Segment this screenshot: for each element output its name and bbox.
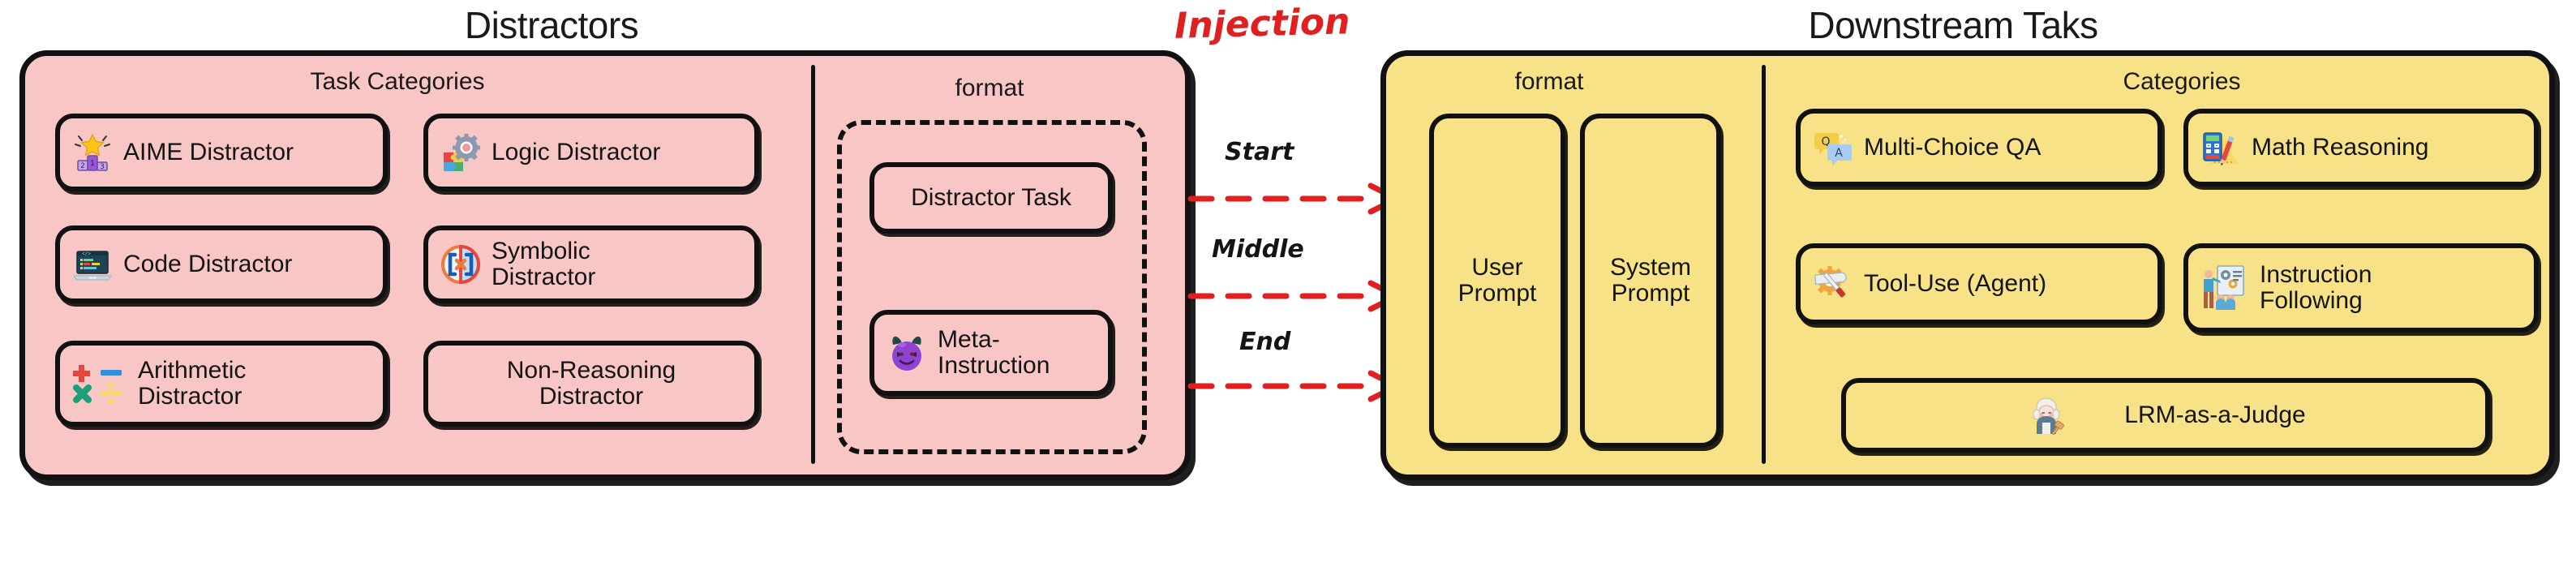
user-prompt-column[interactable]: User Prompt — [1429, 114, 1565, 448]
node-label: Arithmetic Distractor — [138, 356, 247, 410]
node-label: Tool-Use (Agent) — [1864, 269, 2047, 297]
calculator-ruler-icon — [2200, 127, 2242, 169]
svg-text:1: 1 — [90, 160, 95, 168]
node-math-reasoning[interactable]: Math Reasoning — [2183, 109, 2539, 187]
right-format-label: format — [1514, 68, 1584, 95]
podium-star-icon: 2 1 3 — [71, 131, 114, 174]
node-distractor-task[interactable]: Distractor Task — [869, 162, 1113, 234]
node-tool-use-agent[interactable]: Tool-Use (Agent) — [1796, 243, 2162, 324]
arrow-label-start: Start — [1225, 138, 1294, 166]
node-instruction-following[interactable]: Instruction Following — [2183, 243, 2539, 333]
node-label: System Prompt — [1609, 253, 1692, 307]
injection-arrow-start — [1187, 182, 1402, 215]
devil-face-icon — [886, 332, 928, 374]
svg-text:</>: </> — [82, 251, 91, 256]
left-panel-divider — [811, 65, 815, 464]
injection-title: Injection — [1174, 1, 1351, 47]
left-format-dashed-group — [837, 120, 1147, 454]
left-format-label: format — [955, 75, 1024, 101]
svg-text:Q: Q — [1821, 135, 1830, 148]
right-panel-title: Downstream Taks — [1808, 4, 2098, 46]
node-label: AIME Distractor — [123, 138, 294, 165]
node-label: Non-Reasoning Distractor — [506, 356, 676, 410]
injection-arrow-middle — [1187, 280, 1402, 312]
categories-label: Categories — [2123, 68, 2241, 95]
node-non-reasoning-distractor[interactable]: Non-Reasoning Distractor — [423, 341, 759, 427]
svg-text:2: 2 — [80, 162, 85, 170]
node-label: Instruction Following — [2260, 260, 2372, 314]
task-categories-label: Task Categories — [310, 68, 485, 95]
node-multi-choice-qa[interactable]: Q A Multi-Choice QA — [1796, 109, 2162, 187]
arrow-label-end: End — [1239, 328, 1291, 356]
qa-bubbles-icon: Q A — [1812, 127, 1854, 169]
node-label: Multi-Choice QA — [1864, 133, 2041, 161]
node-meta-instruction[interactable]: Meta- Instruction — [869, 310, 1113, 396]
judge-icon — [2025, 394, 2067, 436]
laptop-code-icon: </> — [71, 243, 114, 286]
right-panel-divider — [1762, 65, 1766, 464]
node-label: Math Reasoning — [2252, 133, 2429, 161]
left-panel-title: Distractors — [464, 4, 639, 46]
symbolic-x-brackets-icon — [440, 243, 482, 286]
node-label: Distractor Task — [911, 183, 1071, 211]
svg-text:3: 3 — [100, 163, 105, 171]
node-aime-distractor[interactable]: 2 1 3 AIME Distractor — [55, 114, 388, 191]
node-label: LRM-as-a-Judge — [2124, 401, 2306, 428]
system-prompt-column[interactable]: System Prompt — [1580, 114, 1721, 448]
node-label: Meta- Instruction — [938, 325, 1050, 379]
node-code-distractor[interactable]: </> Code Distractor — [55, 225, 388, 303]
injection-arrow-end — [1187, 370, 1402, 402]
node-label: Logic Distractor — [492, 138, 661, 165]
wrench-gear-icon — [1812, 263, 1854, 305]
puzzle-gear-icon — [440, 131, 482, 174]
arrow-label-middle: Middle — [1212, 235, 1304, 264]
node-label: Code Distractor — [123, 250, 293, 277]
node-lrm-as-a-judge[interactable]: LRM-as-a-Judge — [1841, 378, 2490, 453]
node-label: User Prompt — [1458, 253, 1537, 307]
node-symbolic-distractor[interactable]: Symbolic Distractor — [423, 225, 759, 303]
math-operators-icon — [71, 360, 128, 407]
node-logic-distractor[interactable]: Logic Distractor — [423, 114, 759, 191]
presentation-people-icon — [2200, 264, 2250, 311]
node-label: Symbolic Distractor — [492, 237, 596, 290]
svg-text:A: A — [1835, 147, 1843, 160]
node-arithmetic-distractor[interactable]: Arithmetic Distractor — [55, 341, 388, 427]
